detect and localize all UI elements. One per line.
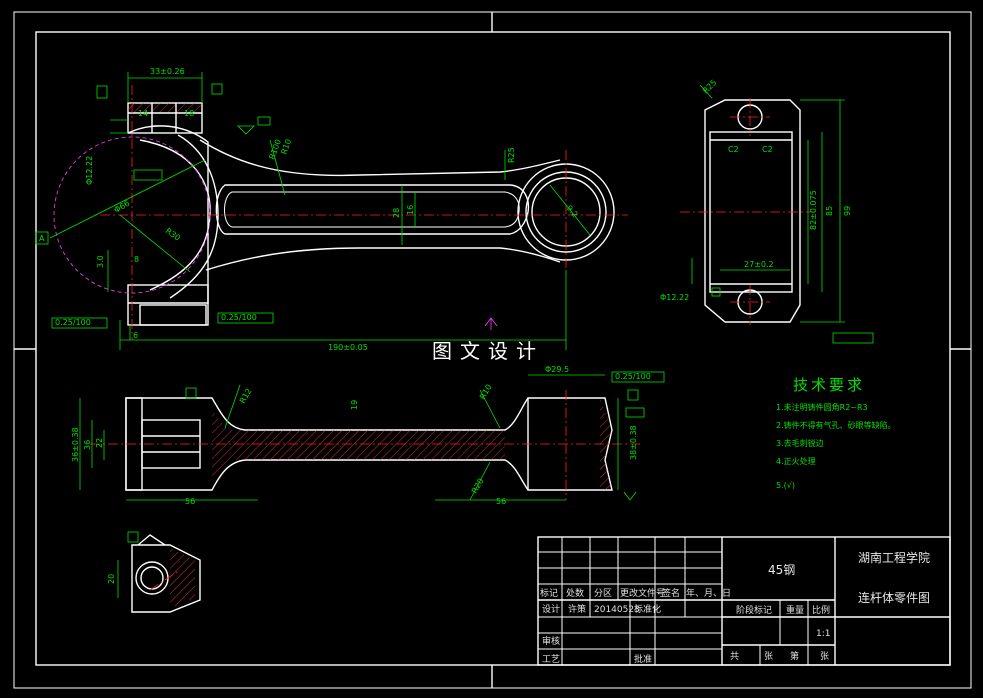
svg-text:连杆体零件图: 连杆体零件图	[858, 590, 930, 605]
front-view	[35, 72, 628, 350]
svg-text:审核: 审核	[542, 635, 560, 647]
svg-text:56: 56	[185, 497, 195, 506]
svg-text:湖南工程学院: 湖南工程学院	[858, 550, 930, 565]
svg-text:0.25/100: 0.25/100	[55, 318, 91, 327]
svg-text:1.未注明铸件圆角R2~R3: 1.未注明铸件圆角R2~R3	[776, 402, 868, 412]
svg-text:19: 19	[350, 400, 359, 410]
tech-requirements: 技术要求 1.未注明铸件圆角R2~R3 2.铸件不得有气孔、砂眼等缺陷。 3.去…	[776, 376, 896, 490]
svg-text:3.0: 3.0	[96, 255, 105, 268]
svg-text:0.25/100: 0.25/100	[221, 313, 257, 322]
svg-text:36±0.38: 36±0.38	[71, 427, 80, 462]
svg-text:38±0.38: 38±0.38	[629, 425, 638, 460]
svg-text:第: 第	[790, 650, 799, 662]
svg-text:0.25/100: 0.25/100	[615, 372, 651, 381]
svg-text:设计: 设计	[542, 603, 560, 615]
svg-text:8: 8	[134, 255, 139, 264]
svg-text:R10: R10	[279, 138, 293, 156]
svg-text:批准: 批准	[634, 653, 652, 665]
watermark: 图文设计	[432, 339, 544, 363]
svg-text:R25: R25	[701, 78, 719, 96]
svg-text:年、月、日: 年、月、日	[686, 587, 731, 599]
svg-text:20140523: 20140523	[594, 605, 640, 615]
svg-text:C2: C2	[762, 145, 773, 154]
svg-text:许策: 许策	[568, 603, 586, 615]
svg-text:共: 共	[730, 651, 739, 662]
svg-text:技术要求: 技术要求	[793, 376, 865, 394]
svg-text:Φ12.22: Φ12.22	[85, 156, 94, 185]
front-view-dimension-text: 33±0.26 14 18 Φ12.22 Φ66 R30 8 6 3.0 190…	[39, 67, 580, 352]
svg-text:45钢: 45钢	[768, 563, 795, 577]
svg-text:张: 张	[764, 651, 773, 662]
svg-text:28: 28	[392, 208, 401, 218]
svg-text:R10: R10	[478, 383, 494, 401]
svg-text:标记: 标记	[540, 587, 558, 599]
svg-text:Φ29.5: Φ29.5	[545, 365, 569, 374]
svg-text:16: 16	[406, 205, 415, 215]
svg-text:签名: 签名	[662, 587, 680, 599]
svg-text:33±0.26: 33±0.26	[150, 67, 185, 76]
svg-text:R20: R20	[470, 477, 486, 495]
title-block: 标记 处数 分区 更改文件号 签名 年、月、日 设计 许策 20140523 标…	[537, 536, 951, 666]
svg-text:20: 20	[107, 574, 116, 584]
svg-text:R12: R12	[238, 387, 254, 405]
svg-text:分区: 分区	[594, 588, 612, 599]
svg-text:A: A	[39, 234, 45, 243]
svg-text:处数: 处数	[566, 587, 584, 599]
svg-text:4.正火处理: 4.正火处理	[776, 456, 816, 466]
svg-text:99: 99	[843, 206, 852, 216]
svg-text:22: 22	[95, 438, 104, 448]
detail-view: 20	[107, 531, 201, 613]
side-view: R25 C2 C2 27±0.2 82±0.075 85 99 Φ12.22	[660, 78, 874, 344]
svg-text:重量: 重量	[786, 604, 804, 616]
svg-text:27±0.2: 27±0.2	[744, 260, 774, 269]
svg-text:C2: C2	[728, 145, 739, 154]
svg-text:85: 85	[825, 206, 834, 216]
svg-text:56: 56	[496, 497, 506, 506]
svg-text:14: 14	[138, 109, 148, 118]
svg-text:190±0.05: 190±0.05	[328, 343, 368, 352]
svg-text:比例: 比例	[812, 604, 830, 616]
svg-text:36: 36	[83, 440, 92, 450]
svg-text:Φ12.22: Φ12.22	[660, 293, 689, 302]
svg-text:3.去毛刺锐边: 3.去毛刺锐边	[776, 438, 824, 448]
bottom-view: 56 56 R12 19 R10 R20 Φ29.5 36±0.38 36 22…	[71, 365, 665, 506]
svg-text:R25: R25	[507, 147, 516, 163]
svg-text:工艺: 工艺	[542, 654, 560, 665]
svg-text:18: 18	[184, 109, 194, 118]
svg-text:标准化: 标准化	[634, 603, 661, 615]
svg-text:82±0.075: 82±0.075	[809, 190, 818, 230]
svg-text:R30: R30	[164, 226, 182, 242]
sheet-frame	[13, 11, 972, 689]
svg-text:1:1: 1:1	[816, 629, 830, 639]
svg-text:2.铸件不得有气孔、砂眼等缺陷。: 2.铸件不得有气孔、砂眼等缺陷。	[776, 420, 896, 430]
svg-text:Φ66: Φ66	[113, 199, 132, 215]
svg-text:6: 6	[133, 331, 138, 340]
svg-text:更改文件号: 更改文件号	[620, 587, 665, 599]
svg-text:5.(√): 5.(√)	[776, 481, 795, 490]
svg-text:张: 张	[820, 651, 829, 662]
svg-text:阶段标记: 阶段标记	[736, 604, 772, 616]
